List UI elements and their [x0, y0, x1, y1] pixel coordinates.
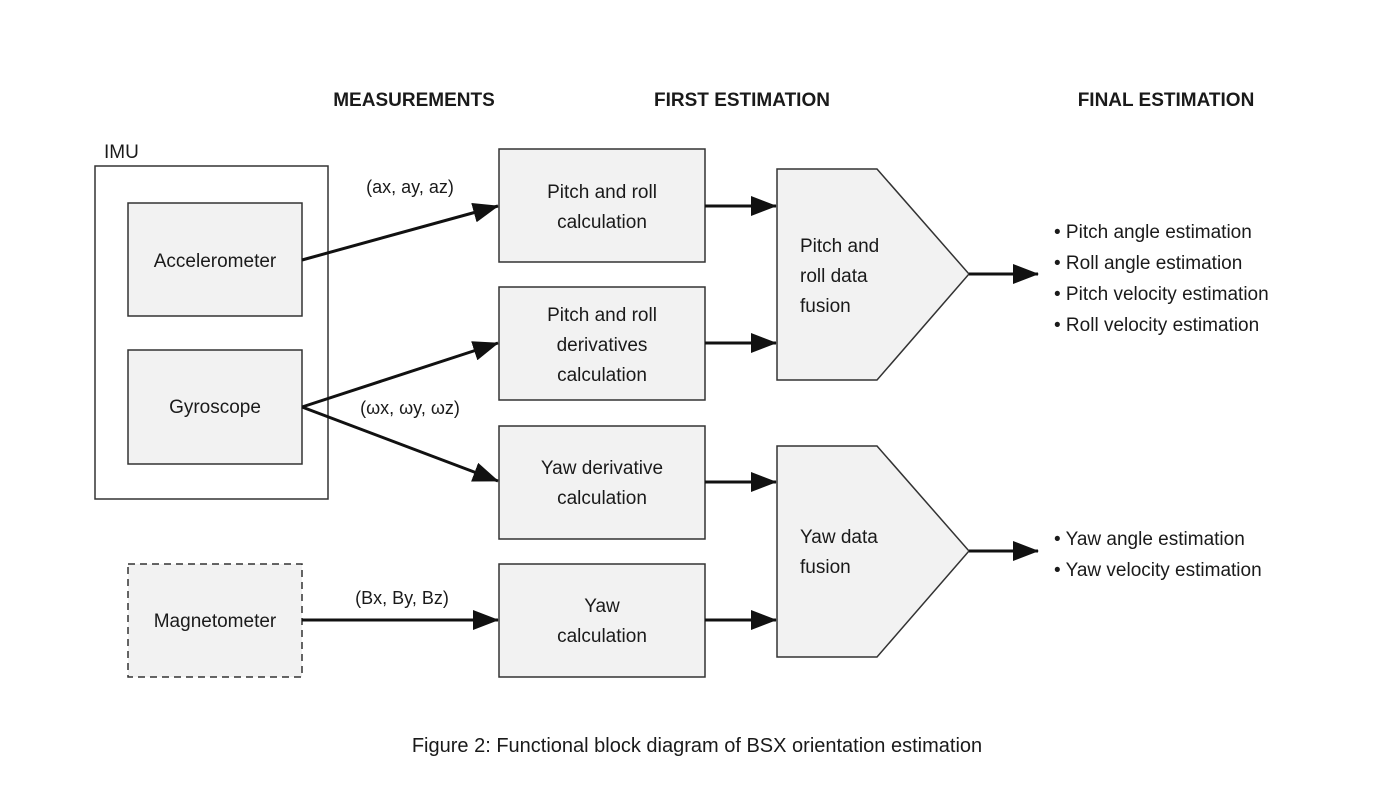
pitch-roll-calculation-box [498, 148, 706, 263]
magnetometer-box [127, 563, 303, 678]
yaw-fusion-block [776, 445, 970, 658]
pitch-roll-derivatives-line2: derivatives [557, 335, 648, 356]
arrow-gyro-to-pitch-roll-deriv [301, 341, 499, 409]
pitch-roll-derivatives-line3: calculation [557, 365, 647, 386]
pitch-roll-fusion-line1: Pitch and [800, 236, 879, 257]
header-measurements: MEASUREMENTS [333, 90, 495, 111]
yaw-fusion-line2: fusion [800, 557, 851, 578]
output-yaw-velocity: • Yaw velocity estimation [1054, 560, 1262, 581]
gyro-signal-label: (ωx, ωy, ωz) [360, 398, 460, 418]
gyroscope-label: Gyroscope [169, 397, 261, 418]
mag-signal-label: (Bx, By, Bz) [355, 588, 449, 608]
yaw-fusion-line1: Yaw data [800, 527, 878, 548]
arrow-gyro-to-yaw-deriv [301, 405, 499, 483]
yaw-derivative-box [498, 425, 706, 540]
header-first-estimation: FIRST ESTIMATION [654, 90, 830, 111]
magnetometer-label: Magnetometer [154, 611, 277, 632]
pitch-roll-fusion-line3: fusion [800, 296, 851, 317]
arrow-accel-to-pitch-roll [301, 202, 499, 262]
output-roll-velocity: • Roll velocity estimation [1054, 315, 1259, 336]
pitch-roll-fusion-line2: roll data [800, 266, 868, 287]
header-final-estimation: FINAL ESTIMATION [1078, 90, 1255, 111]
accelerometer-box [127, 202, 303, 317]
pitch-roll-calculation-line2: calculation [557, 212, 647, 233]
pitch-roll-derivatives-line1: Pitch and roll [547, 305, 657, 326]
accelerometer-label: Accelerometer [154, 251, 277, 272]
yaw-calculation-box [498, 563, 706, 678]
figure-caption: Figure 2: Functional block diagram of BS… [412, 735, 982, 757]
gyroscope-box [127, 349, 303, 465]
pitch-roll-fusion-block [776, 168, 970, 381]
pitch-roll-calculation-line1: Pitch and roll [547, 182, 657, 203]
yaw-derivative-line1: Yaw derivative [541, 458, 663, 479]
yaw-derivative-line2: calculation [557, 488, 647, 509]
accel-signal-label: (ax, ay, az) [366, 177, 454, 197]
output-roll-angle: • Roll angle estimation [1054, 253, 1242, 274]
output-pitch-velocity: • Pitch velocity estimation [1054, 284, 1269, 305]
yaw-calculation-line2: calculation [557, 626, 647, 647]
imu-label: IMU [104, 142, 139, 163]
output-yaw-angle: • Yaw angle estimation [1054, 529, 1245, 550]
output-pitch-angle: • Pitch angle estimation [1054, 222, 1252, 243]
yaw-calculation-line1: Yaw [584, 596, 620, 617]
